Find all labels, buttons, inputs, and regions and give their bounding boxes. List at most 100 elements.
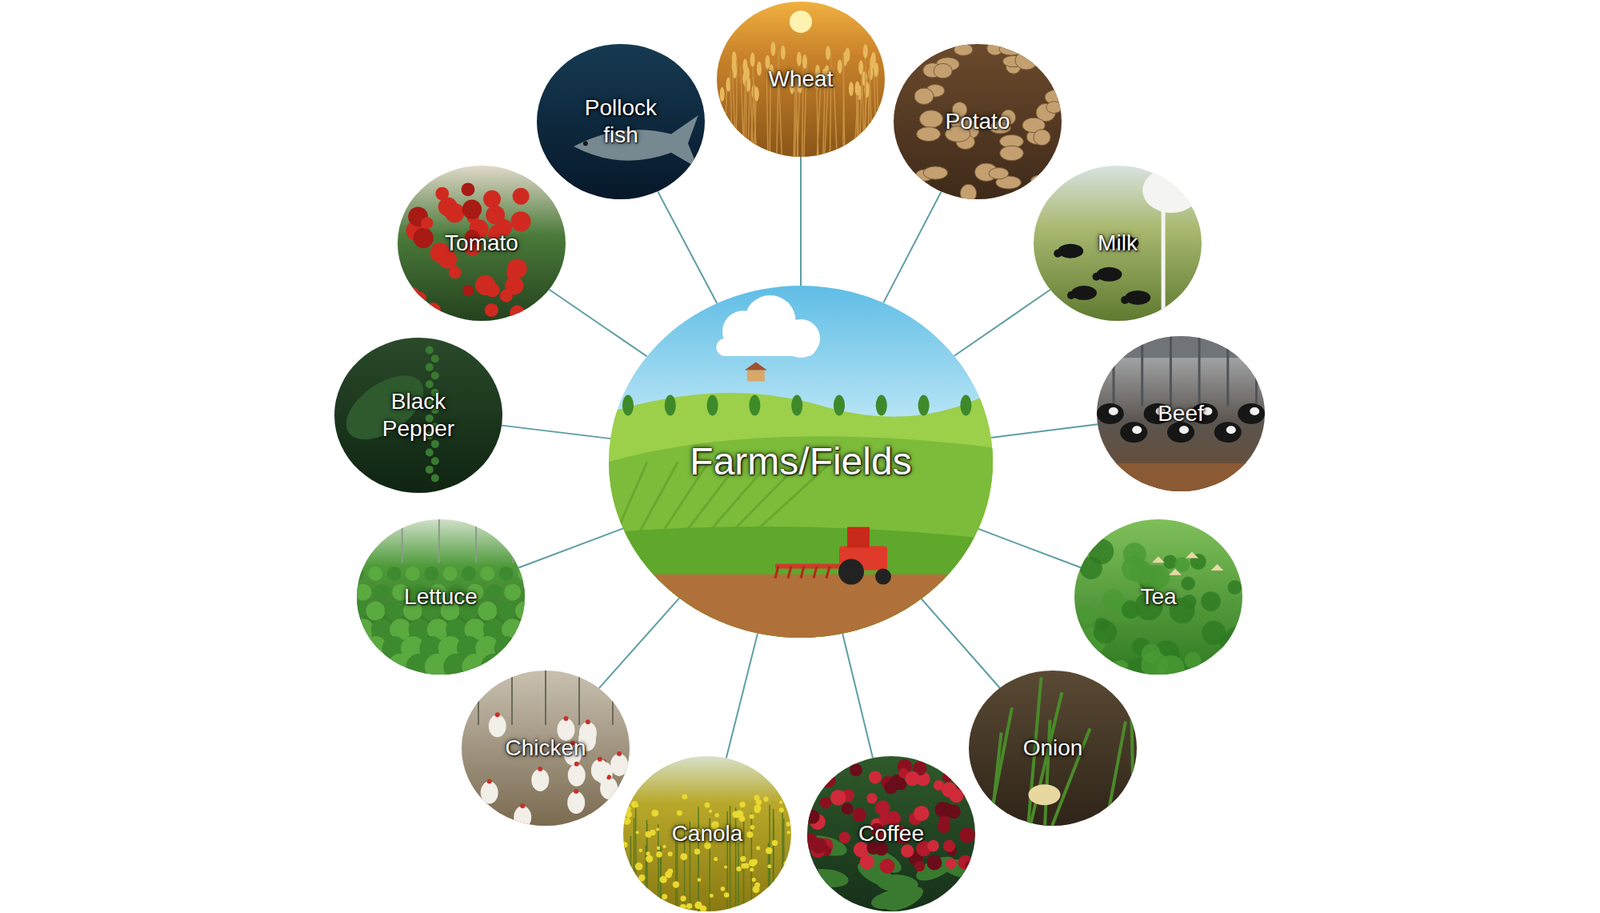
chicken-figure — [567, 791, 585, 814]
cow-head — [1092, 272, 1101, 281]
chicken-figure — [531, 768, 549, 792]
potato-figure — [914, 88, 934, 104]
lettuce-head — [517, 566, 532, 581]
fence-post — [578, 670, 580, 725]
coffee-cherry — [820, 772, 836, 788]
circle-fill — [1074, 519, 1243, 675]
circle-fill — [608, 285, 993, 638]
text-group: Chicken — [504, 734, 586, 762]
cow-figure — [1124, 290, 1151, 305]
peppercorn — [425, 346, 434, 355]
product-circle: Pollock fish — [536, 44, 705, 200]
circle-picture — [608, 295, 993, 638]
peppercorn — [431, 456, 440, 465]
tea-bush — [1184, 652, 1202, 669]
circle-fill — [334, 337, 503, 493]
potato-figure — [923, 166, 948, 180]
potato-figure — [1048, 64, 1064, 80]
text-group: Tea — [1140, 583, 1176, 611]
product-label: Onion — [1023, 734, 1084, 762]
text-group: Milk — [1097, 229, 1138, 257]
circle-fill — [1033, 165, 1202, 321]
text-group: Pollock fish — [568, 94, 673, 148]
text-group: Wheat — [768, 65, 834, 93]
canola-flower — [623, 908, 627, 912]
lettuce-head — [350, 653, 377, 680]
canola-flower — [746, 905, 755, 913]
far-hill — [608, 391, 993, 638]
product-circle: Onion — [968, 670, 1137, 826]
canola-flower — [631, 800, 638, 808]
lettuce-head — [405, 566, 420, 581]
barn-post — [1112, 336, 1116, 406]
sun — [789, 10, 812, 33]
product-circle: Black Pepper — [334, 337, 503, 493]
canola-flower — [686, 903, 692, 909]
canola-flower — [752, 858, 758, 864]
tree — [707, 395, 719, 416]
canola-flower — [765, 847, 773, 855]
plow-tine — [788, 566, 792, 579]
cow-figure — [1057, 244, 1084, 259]
coffee-cherry — [866, 792, 877, 804]
peppercorn — [431, 474, 440, 483]
tomato-fruit — [509, 305, 525, 321]
canola-flower — [758, 905, 764, 911]
canola-flower — [786, 821, 792, 827]
cow-patch — [1202, 407, 1212, 416]
circle-picture — [895, 41, 1070, 202]
tomato-fruit — [448, 265, 462, 279]
product-label: Tea — [1140, 583, 1176, 611]
tea-bush — [1200, 591, 1221, 612]
cloud — [716, 338, 816, 356]
tomato-fruit — [484, 303, 499, 317]
coffee-cherry — [805, 809, 820, 824]
farmhouse-roof — [744, 362, 768, 371]
canola-stem — [768, 804, 771, 912]
field-stripe — [639, 461, 678, 532]
wheat-ear — [744, 66, 750, 81]
wheat-ear — [848, 81, 854, 96]
plow-tine — [813, 566, 817, 579]
circle-picture — [1073, 538, 1250, 685]
tomato-fruit — [507, 259, 527, 279]
tree — [622, 395, 634, 416]
connector-line — [726, 632, 758, 758]
circle-picture — [720, 10, 880, 157]
potato-figure — [1015, 51, 1038, 70]
canola-flower — [700, 905, 707, 912]
connector-line — [991, 424, 1098, 438]
barn-post — [1226, 336, 1229, 406]
coffee-cherry — [933, 780, 944, 791]
canola-flower — [708, 809, 712, 813]
tree — [664, 395, 676, 416]
tree — [791, 395, 803, 416]
product-circle: Lettuce — [356, 519, 525, 675]
product-circle: Coffee — [807, 756, 976, 912]
text-group: Farms/Fields — [689, 438, 912, 485]
lettuce-head — [349, 566, 364, 581]
wheat-stalk — [867, 90, 870, 157]
lettuce-head — [443, 566, 458, 581]
product-label: Pollock fish — [568, 94, 673, 148]
tomato-fruit — [462, 199, 482, 219]
circle-fill — [623, 756, 792, 912]
tomato-fruit — [462, 284, 474, 296]
canola-flower — [656, 827, 660, 831]
feed-strip — [1096, 463, 1265, 492]
potato-figure — [1033, 129, 1051, 146]
coffee-cherry — [806, 780, 819, 792]
canola-flower — [680, 852, 688, 860]
tea-bush — [1092, 663, 1109, 680]
wheat-stalk — [732, 64, 736, 157]
canola-flower — [630, 878, 637, 885]
canola-flower — [715, 812, 720, 817]
canola-flower — [680, 895, 686, 901]
text-group: Black Pepper — [366, 388, 471, 442]
potato-figure — [933, 63, 952, 78]
fence-post — [511, 670, 513, 725]
product-label: Wheat — [768, 65, 834, 93]
tea-bush — [1228, 580, 1243, 595]
product-label: Lettuce — [404, 583, 478, 611]
canola-flower — [753, 804, 761, 812]
